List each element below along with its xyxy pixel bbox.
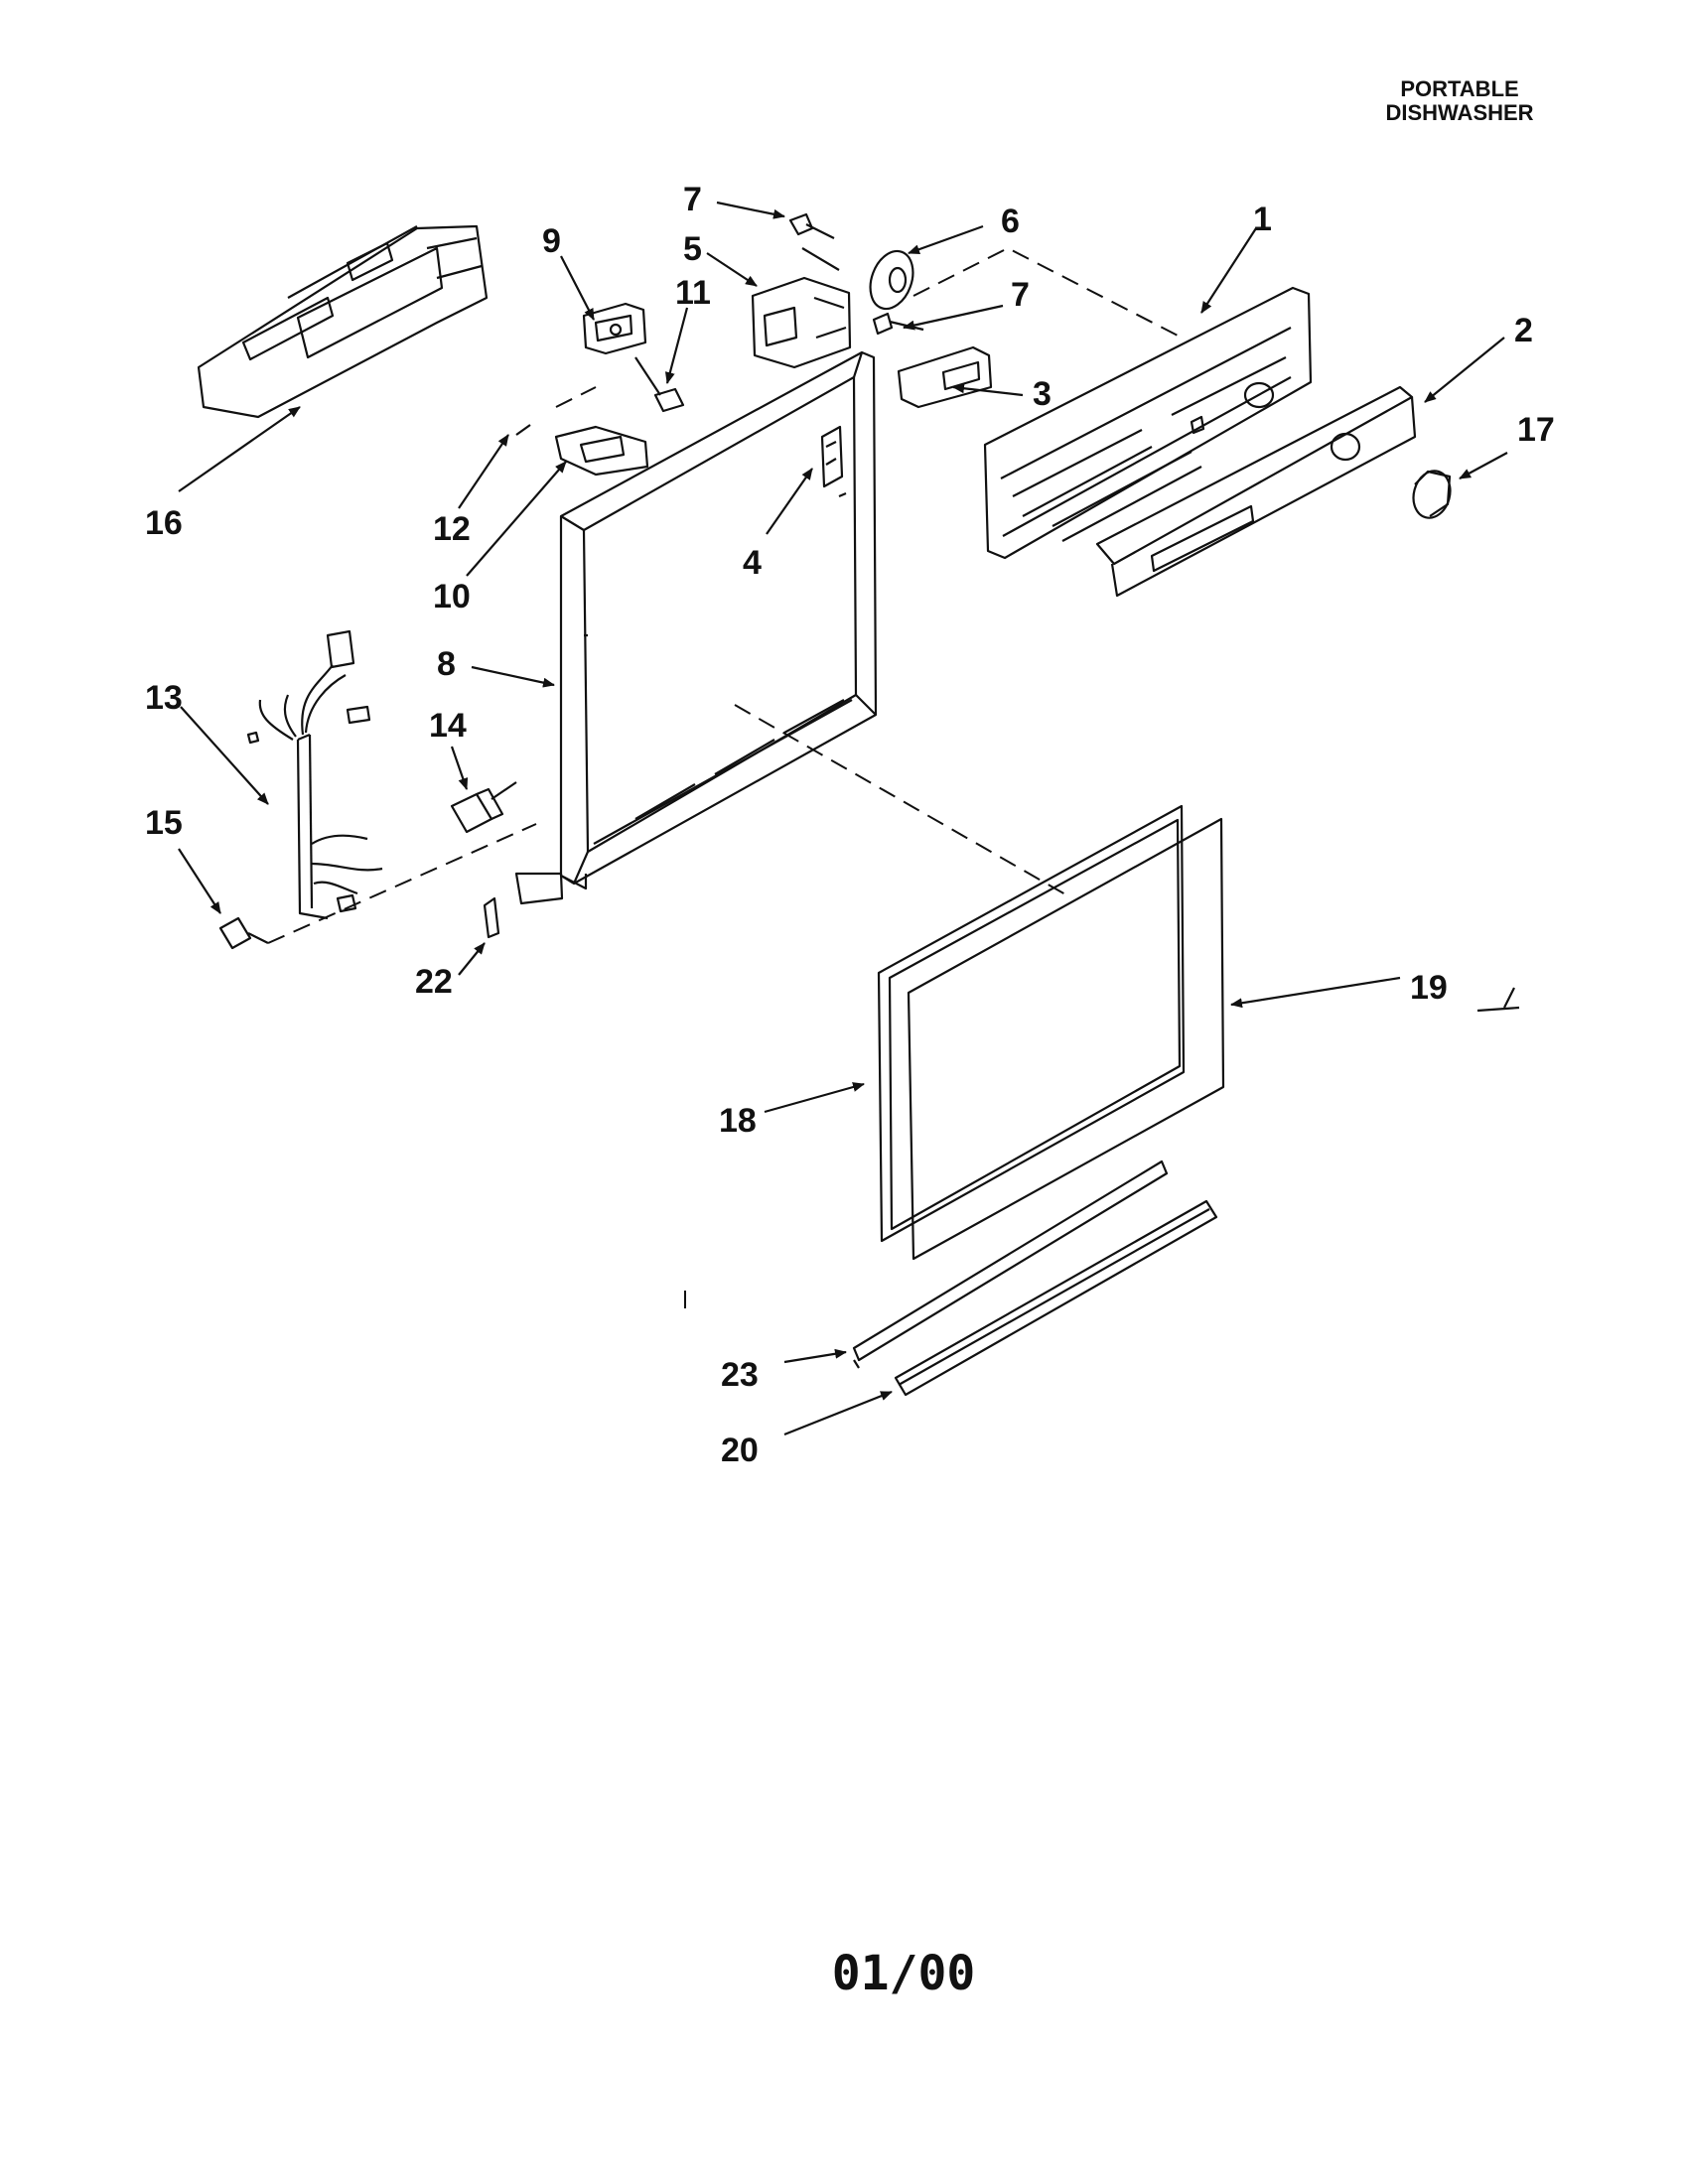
leader-13 [180, 706, 269, 805]
callout-9: 9 [542, 222, 561, 260]
part-19-door-panel [907, 817, 1225, 1261]
callout-11: 11 [675, 274, 711, 312]
callout-13: 13 [145, 679, 183, 717]
callout-15: 15 [145, 804, 183, 842]
callout-12: 12 [433, 510, 471, 548]
part-23-trim [852, 1160, 1169, 1369]
callout-7b: 7 [1011, 276, 1030, 314]
leader-7a [716, 201, 785, 219]
leader-3 [952, 383, 1024, 397]
part-14-sensor [450, 781, 517, 834]
part-18-panel [877, 804, 1186, 1243]
part-13-wire-harness [246, 629, 383, 920]
part-12-clip [515, 424, 531, 436]
callout-2: 2 [1514, 312, 1533, 349]
part-10-latch-base [554, 425, 649, 477]
leader-11 [664, 307, 689, 384]
part-8-door-frame [514, 350, 878, 905]
callout-23: 23 [721, 1356, 759, 1394]
part-7-screw-top [788, 212, 835, 239]
part-20-trim [894, 1199, 1218, 1397]
part-2-overlay [1095, 385, 1417, 598]
dash-line-latch [555, 386, 597, 408]
callout-1: 1 [1253, 201, 1272, 238]
callout-8: 8 [437, 645, 456, 683]
callout-10: 10 [433, 578, 471, 615]
part-1-control-panel [983, 286, 1313, 560]
leader-6 [908, 224, 984, 255]
part-22-clip [483, 896, 500, 939]
callout-18: 18 [719, 1102, 757, 1140]
leader-15 [178, 848, 221, 914]
part-6-knob [869, 249, 914, 311]
callout-6: 6 [1001, 203, 1020, 240]
leader-19 [1230, 976, 1401, 1009]
leader-22 [458, 942, 486, 976]
leader-7b [903, 304, 1004, 331]
leader-8 [471, 665, 555, 688]
part-5-timer [751, 247, 852, 369]
callout-5: 5 [683, 230, 702, 268]
leader-4 [766, 468, 813, 535]
leader-12 [458, 434, 509, 509]
part-11-switch [634, 356, 685, 413]
callout-4: 4 [743, 544, 762, 582]
callout-20: 20 [721, 1432, 759, 1469]
mark-symbol [1476, 987, 1520, 1013]
callout-16: 16 [145, 504, 183, 542]
leader-23 [783, 1348, 847, 1364]
part-15-grommet [218, 916, 269, 950]
leader-5 [706, 252, 758, 287]
footer-code: 01/00 [831, 1946, 976, 2001]
leader-16 [178, 406, 301, 492]
dash-line-frame-door [734, 704, 1073, 899]
leader-1 [1200, 227, 1257, 314]
part-9-latch [582, 302, 647, 355]
part-16-vent-housing [197, 224, 489, 419]
dash-line-panel [912, 246, 1183, 339]
leader-18 [764, 1082, 865, 1114]
leader-9 [560, 255, 595, 321]
part-7-screw-mid [872, 312, 924, 336]
callout-14: 14 [429, 707, 467, 745]
callout-7a: 7 [683, 181, 702, 218]
leader-17 [1459, 452, 1508, 479]
callout-19: 19 [1410, 969, 1448, 1007]
part-4-keeper [820, 425, 844, 488]
callout-3: 3 [1033, 375, 1052, 413]
header-line-1: PORTABLE [1400, 76, 1519, 101]
part-3-switch [897, 345, 993, 409]
leader-14 [450, 746, 469, 790]
dash-line-harness [267, 823, 537, 944]
leader-2 [1424, 337, 1505, 403]
header-line-2: DISHWASHER [1385, 100, 1534, 125]
leader-10 [466, 461, 567, 577]
leader-20 [783, 1390, 893, 1436]
callout-17: 17 [1517, 411, 1555, 449]
part-17-knob [1412, 470, 1452, 519]
callout-22: 22 [415, 963, 453, 1001]
diagram-header: PORTABLE DISHWASHER [1360, 77, 1559, 125]
